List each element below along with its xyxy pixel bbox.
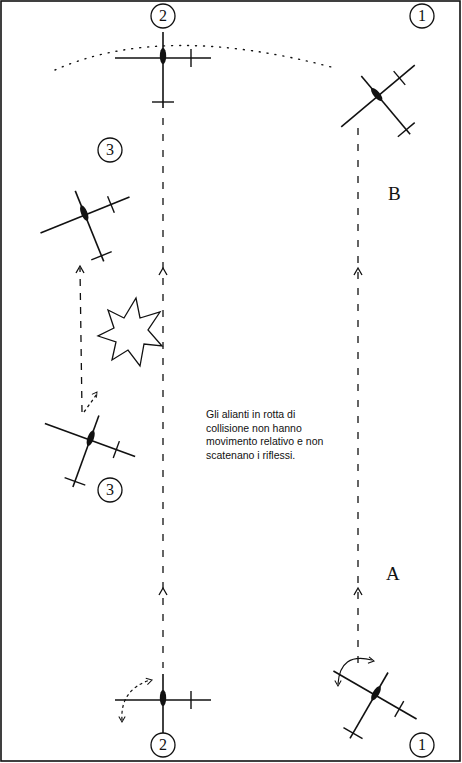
glider-2-top [115, 32, 211, 108]
callout-number: 2 [150, 732, 176, 758]
callout-number-text: 3 [97, 137, 123, 163]
glider-3-bottom [28, 399, 144, 503]
callout-number-text: 2 [150, 3, 176, 29]
callout-number-text: 3 [97, 477, 123, 503]
flight-path-2 [159, 118, 167, 668]
flight-path-1 [354, 128, 362, 670]
callout-number: 2 [150, 3, 176, 29]
collision-star [98, 298, 162, 366]
callout-number: 1 [409, 732, 435, 758]
callout-number-text: 2 [150, 732, 176, 758]
turn-arrow-1 [335, 657, 375, 686]
callout-number: 1 [409, 3, 435, 29]
point-label: B [388, 182, 401, 207]
callout-number-text: 1 [409, 732, 435, 758]
flight-path-3 [76, 266, 99, 412]
callout-number-text: 1 [409, 3, 435, 29]
caption-note: Gli alianti in rotta di collisione non h… [206, 408, 338, 463]
glider-1-top [325, 45, 447, 165]
callout-number: 3 [97, 137, 123, 163]
glider-3-top [31, 173, 148, 279]
point-label: A [386, 562, 400, 587]
callout-number: 3 [97, 477, 123, 503]
turn-arrow-2 [119, 677, 153, 722]
